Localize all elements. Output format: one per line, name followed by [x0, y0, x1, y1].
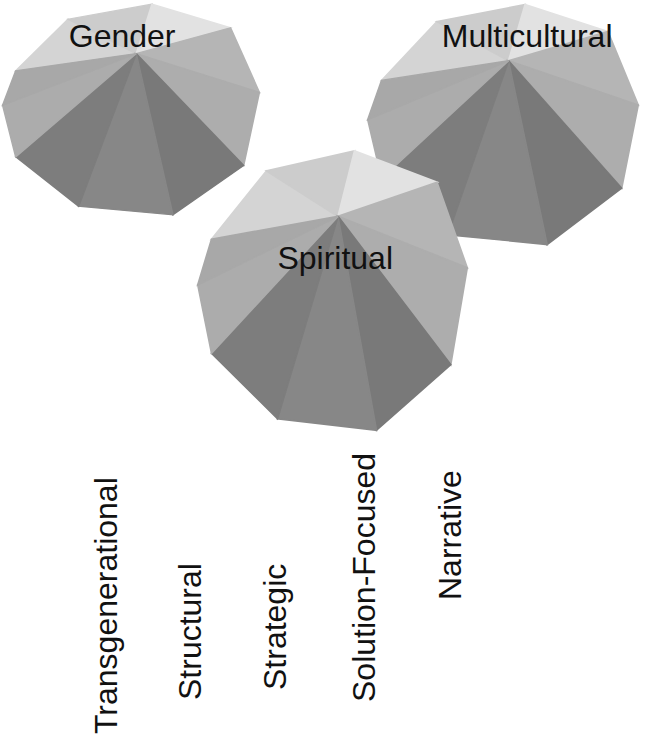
umbrella-label: Multicultural	[440, 18, 615, 55]
approach-label: Solution-Focused	[346, 453, 383, 702]
umbrella-label: Gender	[67, 18, 178, 55]
umbrella-node: Spiritual	[195, 148, 470, 433]
approach-label: Narrative	[432, 470, 469, 600]
umbrella-panel	[3, 54, 137, 106]
umbrella-node: Gender	[0, 2, 262, 217]
approach-label: Transgenerational	[88, 477, 125, 734]
umbrella-panel	[198, 216, 338, 353]
umbrella-canopy	[195, 148, 470, 433]
umbrella-panel	[368, 61, 509, 120]
umbrella-panel	[3, 54, 137, 157]
approach-label: Structural	[172, 563, 209, 700]
umbrella-label: Spiritual	[275, 240, 395, 277]
approach-label: Strategic	[257, 564, 294, 690]
umbrella-panel	[368, 61, 509, 179]
